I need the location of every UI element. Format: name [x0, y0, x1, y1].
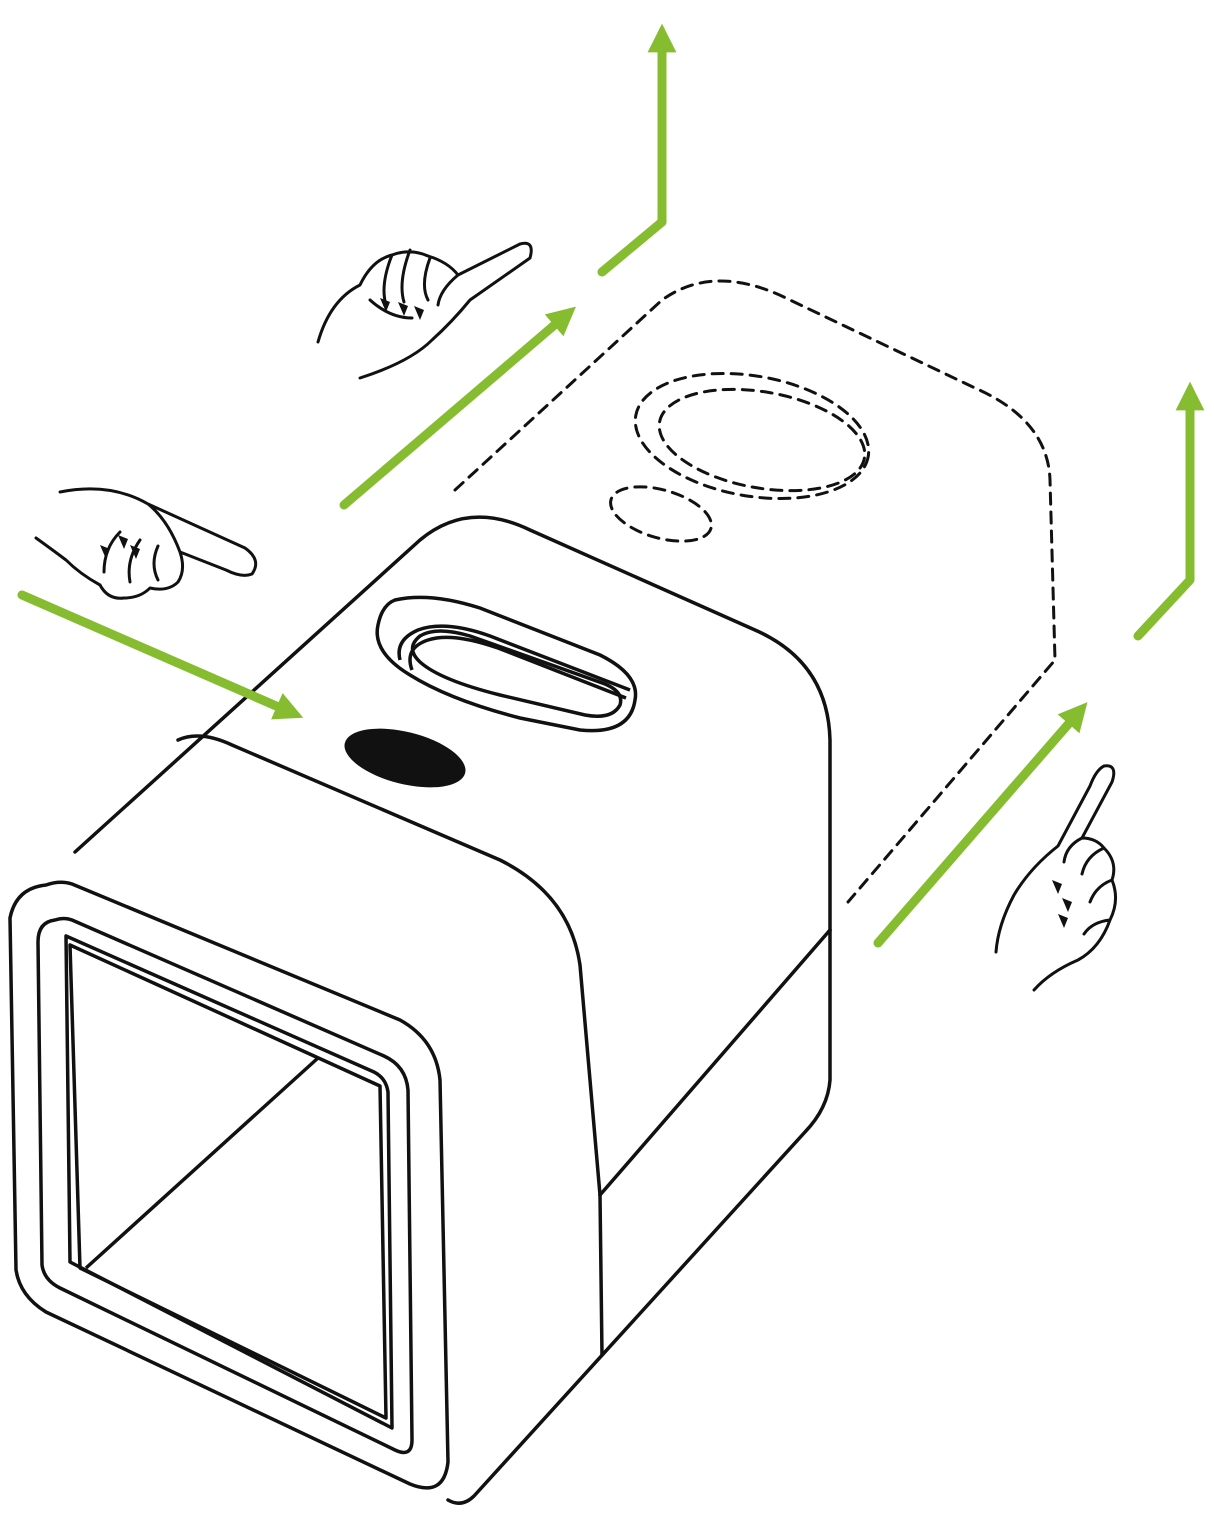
- pointing-hand-icon: [318, 243, 531, 378]
- card-slot: [339, 718, 472, 798]
- hand-left-knuckles: [100, 535, 140, 559]
- ghost-body-outline: [455, 281, 1055, 902]
- arrow-lift-top: [602, 38, 662, 272]
- arrows: [22, 38, 1190, 943]
- top-window-outer: [377, 597, 635, 730]
- arrow-slide-top: [344, 316, 565, 505]
- ghost-window-inner: [651, 375, 873, 506]
- hand-left: [36, 489, 256, 598]
- arrow-slide-bottom: [878, 713, 1078, 943]
- hand-right-knuckles: [1052, 880, 1072, 928]
- opening-depth-line: [86, 1058, 318, 1268]
- ghost-window-outer: [625, 356, 878, 515]
- front-frame-inner-2: [66, 936, 392, 1428]
- pointing-hand-icon: [36, 489, 256, 598]
- front-frame: [10, 882, 448, 1488]
- front-frame-inner-1: [38, 919, 412, 1453]
- hand-right: [996, 766, 1116, 990]
- top-window: [377, 597, 635, 730]
- device-side-seam-lower: [600, 1195, 602, 1355]
- arrow-lift-right: [1138, 396, 1190, 636]
- device-top-outline: [75, 517, 830, 930]
- hand-top: [318, 243, 531, 378]
- device-side-seam: [600, 930, 830, 1195]
- device-right-edge: [448, 930, 830, 1503]
- ghost-device-outline: [455, 281, 1055, 902]
- ghost-slot-outline: [604, 477, 717, 552]
- pointing-hand-icon: [996, 766, 1116, 990]
- arrow-insert: [22, 595, 290, 712]
